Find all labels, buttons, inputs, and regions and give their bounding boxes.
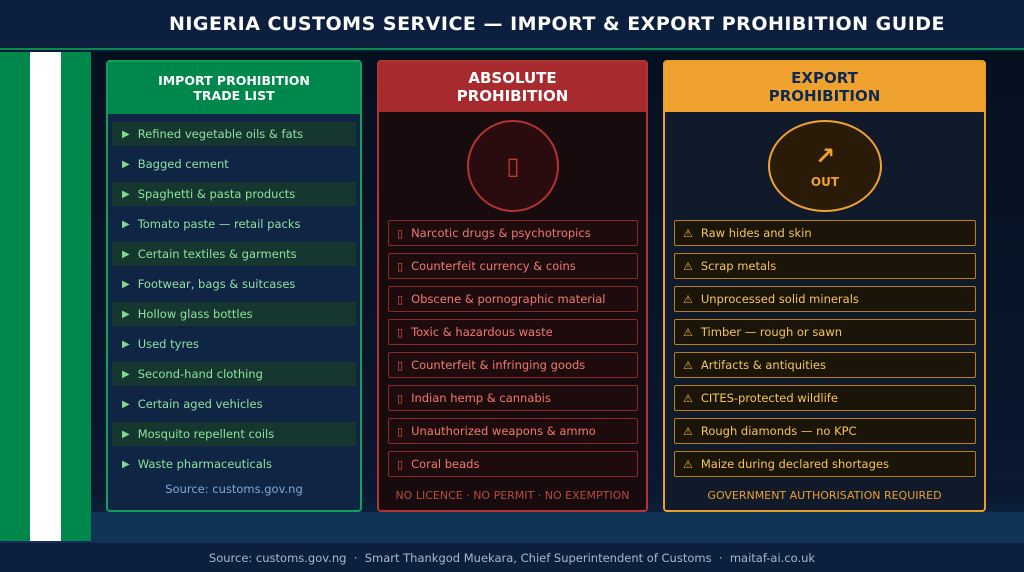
missing-glyph-icon: ▯ [397, 292, 404, 306]
missing-glyph-icon: ▯ [397, 424, 404, 438]
list-item: ⚠Scrap metals [674, 253, 976, 279]
export-panel-footer: GOVERNMENT AUTHORISATION REQUIRED [707, 489, 942, 502]
list-item: ▶Footwear, bags & suitcases [122, 277, 296, 291]
triangle-right-icon: ▶ [122, 128, 130, 140]
export-panel-header: EXPORT PROHIBITION [665, 62, 984, 112]
list-item: ▶Certain textiles & garments [112, 242, 356, 266]
page-footer: Source: customs.gov.ng · Smart Thankgod … [0, 541, 1024, 572]
warning-icon: ⚠ [683, 424, 693, 438]
triangle-right-icon: ▶ [122, 188, 130, 200]
list-item: ▶Bagged cement [122, 157, 229, 171]
list-item: ▯Narcotic drugs & psychotropics [388, 220, 638, 246]
flag-green-stripe-right [61, 52, 91, 541]
absolute-panel-title-line1: ABSOLUTE [468, 69, 557, 87]
list-item: ⚠Unprocessed solid minerals [674, 286, 976, 312]
triangle-right-icon: ▶ [122, 338, 130, 350]
list-item: ▯Obscene & pornographic material [388, 286, 638, 312]
triangle-right-icon: ▶ [122, 398, 130, 410]
missing-glyph-icon: ▯ [397, 259, 404, 273]
list-item: ▶Second-hand clothing [112, 362, 356, 386]
export-panel-title-line2: PROHIBITION [768, 87, 881, 105]
list-item: ▯Toxic & hazardous waste [388, 319, 638, 345]
triangle-right-icon: ▶ [122, 428, 130, 440]
triangle-right-icon: ▶ [122, 308, 130, 320]
triangle-right-icon: ▶ [122, 278, 130, 290]
arrow-up-right-icon: ↗ [814, 142, 836, 170]
list-item: ⚠Artifacts & antiquities [674, 352, 976, 378]
triangle-right-icon: ▶ [122, 218, 130, 230]
flag-green-stripe-left [0, 52, 30, 541]
export-list: ⚠Raw hides and skin ⚠Scrap metals ⚠Unpro… [674, 220, 976, 484]
list-item: ▶Mosquito repellent coils [112, 422, 356, 446]
warning-icon: ⚠ [683, 391, 693, 405]
missing-glyph-icon: ▯ [397, 226, 404, 240]
list-item: ▯Counterfeit currency & coins [388, 253, 638, 279]
page-header: NIGERIA CUSTOMS SERVICE — IMPORT & EXPOR… [0, 0, 1024, 50]
list-item: ▯Unauthorized weapons & ammo [388, 418, 638, 444]
list-item: ⚠Raw hides and skin [674, 220, 976, 246]
list-item: ▯Counterfeit & infringing goods [388, 352, 638, 378]
absolute-prohibition-panel: ABSOLUTE PROHIBITION ▯ ▯Narcotic drugs &… [377, 60, 648, 512]
list-item: ⚠Timber — rough or sawn [674, 319, 976, 345]
footer-credits: Source: customs.gov.ng · Smart Thankgod … [208, 550, 816, 565]
import-source-note: Source: customs.gov.ng [165, 482, 303, 496]
list-item: ▶Hollow glass bottles [112, 302, 356, 326]
missing-glyph-icon: ▯ [467, 120, 559, 212]
missing-glyph-icon: ▯ [397, 358, 404, 372]
warning-icon: ⚠ [683, 292, 693, 306]
warning-icon: ⚠ [683, 457, 693, 471]
stage-bottom-band [91, 512, 1024, 541]
list-item: ⚠CITES-protected wildlife [674, 385, 976, 411]
missing-glyph-icon: ▯ [397, 391, 404, 405]
list-item: ⚠Rough diamonds — no KPC [674, 418, 976, 444]
absolute-panel-header: ABSOLUTE PROHIBITION [379, 62, 646, 112]
triangle-right-icon: ▶ [122, 368, 130, 380]
page-title: NIGERIA CUSTOMS SERVICE — IMPORT & EXPOR… [168, 13, 946, 35]
warning-icon: ⚠ [683, 358, 693, 372]
absolute-panel-title-line2: PROHIBITION [456, 87, 569, 105]
triangle-right-icon: ▶ [122, 248, 130, 260]
triangle-right-icon: ▶ [122, 458, 130, 470]
out-label: OUT [810, 175, 840, 189]
import-panel-title-line1: IMPORT PROHIBITION [158, 73, 310, 88]
list-item: ▶Tomato paste — retail packs [122, 217, 301, 231]
list-item: ▯Indian hemp & cannabis [388, 385, 638, 411]
export-out-badge: ↗ OUT [768, 120, 882, 212]
triangle-right-icon: ▶ [122, 158, 130, 170]
absolute-list: ▯Narcotic drugs & psychotropics ▯Counter… [388, 220, 638, 484]
import-list: ▶Refined vegetable oils & fats ▶Bagged c… [108, 114, 360, 476]
missing-glyph-icon: ▯ [397, 325, 404, 339]
absolute-panel-footer: NO LICENCE · NO PERMIT · NO EXEMPTION [395, 489, 630, 502]
export-prohibition-panel: EXPORT PROHIBITION ↗ OUT ⚠Raw hides and … [663, 60, 986, 512]
missing-glyph-icon: ▯ [397, 457, 404, 471]
list-item: ▯Coral beads [388, 451, 638, 477]
list-item: ▶Spaghetti & pasta products [112, 182, 356, 206]
import-panel-title-line2: TRADE LIST [193, 88, 275, 103]
import-prohibition-panel: IMPORT PROHIBITION TRADE LIST ▶Refined v… [106, 60, 362, 512]
export-panel-title-line1: EXPORT [791, 69, 858, 87]
flag-white-stripe [30, 52, 61, 541]
warning-icon: ⚠ [683, 325, 693, 339]
list-item: ⚠Maize during declared shortages [674, 451, 976, 477]
list-item: ▶Refined vegetable oils & fats [112, 122, 356, 146]
warning-icon: ⚠ [683, 259, 693, 273]
warning-icon: ⚠ [683, 226, 693, 240]
list-item: ▶Certain aged vehicles [122, 397, 263, 411]
import-panel-header: IMPORT PROHIBITION TRADE LIST [108, 62, 360, 114]
list-item: ▶Waste pharmaceuticals [122, 457, 272, 471]
list-item: ▶Used tyres [122, 337, 199, 351]
